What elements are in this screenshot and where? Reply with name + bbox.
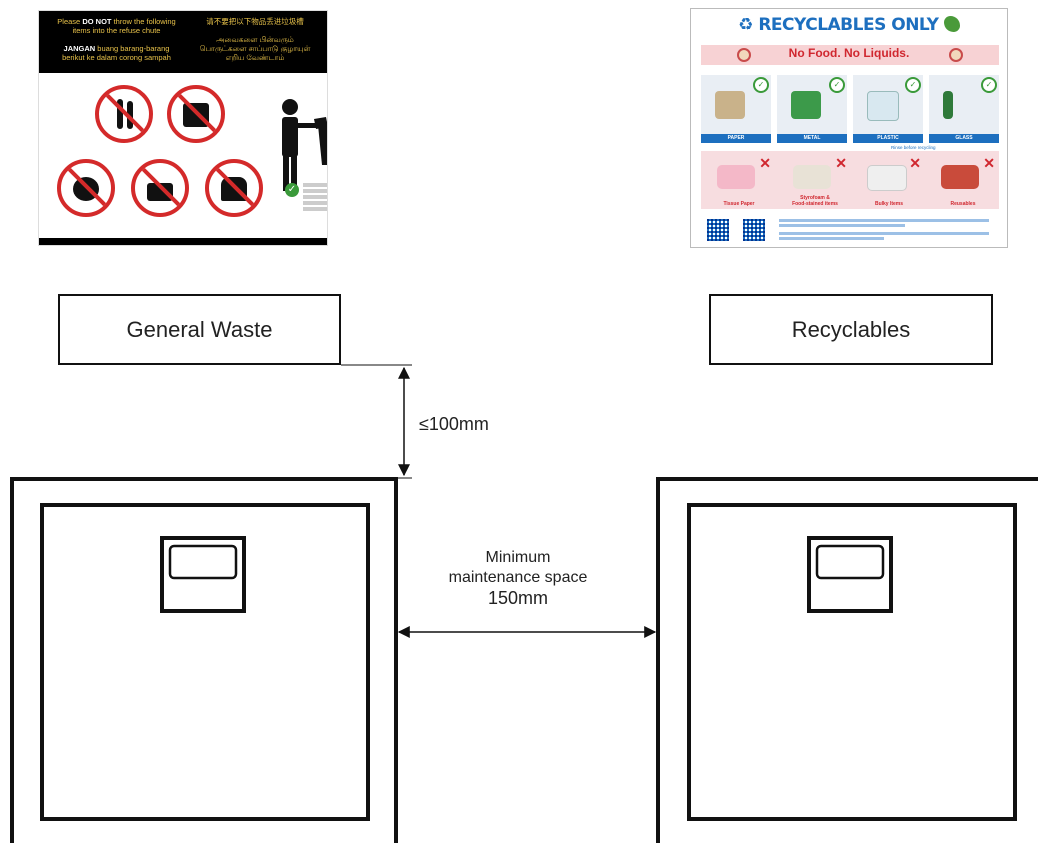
sign-title: ♻ RECYCLABLES ONLY [691, 15, 1007, 35]
handle-grip [168, 544, 238, 580]
sign-title-text: RECYCLABLES ONLY [758, 15, 939, 35]
sign-footer-band [39, 238, 327, 245]
prohibited-flammable-items-icon [205, 159, 263, 217]
label-line: Bulky Items [874, 201, 904, 207]
chute-hopper-door [40, 503, 370, 821]
glass-bottle-icon [943, 91, 953, 119]
chute-handle [160, 536, 246, 613]
not-accepted-label: Bulky Items [853, 201, 925, 207]
person-disposing-icon [282, 99, 327, 191]
label-text: General Waste [126, 316, 273, 342]
sign-text: 请不要把以下物品丢进垃圾槽 [206, 17, 304, 26]
sign-text: buang barang-barang [95, 44, 170, 53]
plastic-bottle-icon [867, 91, 899, 121]
no-food-icon [737, 48, 751, 62]
chute-handle [807, 536, 893, 613]
check-icon: ✓ [905, 77, 921, 93]
general-waste-label: General Waste [58, 294, 341, 365]
category-label: GLASS [929, 134, 999, 143]
sign-text: throw the following [111, 17, 176, 26]
sign-english-malay-text: Please DO NOT throw the following items … [49, 17, 184, 62]
category-label: PAPER [701, 134, 771, 143]
general-waste-chute [10, 477, 398, 843]
category-paper: ✓ PAPER [701, 75, 771, 143]
general-waste-sign: Please DO NOT throw the following items … [38, 10, 328, 246]
sign-text: berikut ke dalam corong sampah [62, 53, 171, 62]
check-icon: ✓ [753, 77, 769, 93]
sign-chinese-tamil-text: 请不要把以下物品丢进垃圾槽 அவைகளை பின்வரும் பொருட்களை… [191, 17, 319, 62]
handle-grip [815, 544, 885, 580]
category-label: PLASTIC [853, 134, 923, 143]
sign-fine-print [779, 217, 989, 242]
tissue-icon [717, 165, 755, 189]
qr-code-icon [707, 219, 729, 241]
sign-text: எறிய வேண்டாம் [225, 53, 285, 62]
not-accepted-label: Reusables [927, 201, 999, 207]
qr-code-icon [743, 219, 765, 241]
maintenance-line: maintenance space [448, 569, 588, 586]
cross-icon: ✕ [983, 155, 995, 171]
no-liquid-icon [949, 48, 963, 62]
sign-text: அவைகளை பின்வரும் [216, 35, 294, 44]
not-accepted-label: Tissue Paper [703, 201, 775, 207]
sign-text: items into the refuse chute [72, 26, 161, 35]
not-accepted-label: Styrofoam &Food-stained items [779, 195, 851, 207]
recyclables-chute [656, 477, 1038, 843]
maintenance-value: 150mm [487, 588, 549, 608]
styrofoam-icon [793, 165, 831, 189]
sign-fine-print [303, 181, 327, 213]
can-icon [791, 91, 821, 119]
not-accepted-styrofoam: ✕ Styrofoam &Food-stained items [779, 155, 851, 207]
cross-icon: ✕ [835, 155, 847, 171]
check-icon: ✓ [829, 77, 845, 93]
not-accepted-bulky: ✕ Bulky Items [853, 155, 925, 207]
check-icon: ✓ [981, 77, 997, 93]
category-label: METAL [777, 134, 847, 143]
rinse-note: Rinse before recycling [891, 145, 936, 150]
chute-outer-frame [656, 477, 1038, 843]
maintenance-line: Minimum [485, 549, 551, 566]
sign-header-band: Please DO NOT throw the following items … [39, 11, 327, 73]
sign-text: பொருட்களை சாப்பாடு குழாயுள் [199, 44, 311, 53]
cross-icon: ✕ [909, 155, 921, 171]
chute-outer-frame [10, 477, 398, 843]
recyclables-sign: ♻ RECYCLABLES ONLY No Food. No Liquids. … [690, 8, 1008, 248]
prohibited-renovation-debris-icon [131, 159, 189, 217]
prohibited-heavy-objects-icon [57, 159, 115, 217]
chute-hopper-door [687, 503, 1017, 821]
label-line: Styrofoam & [800, 195, 830, 201]
recycle-icon: ♻ [738, 15, 753, 35]
label-line: Reusables [950, 201, 976, 207]
not-accepted-reusables: ✕ Reusables [927, 155, 999, 207]
label-text: Recyclables [791, 316, 911, 342]
category-plastic: ✓ PLASTIC [853, 75, 923, 143]
paper-icon [715, 91, 745, 119]
reusables-icon [941, 165, 979, 189]
prohibited-long-objects-icon [95, 85, 153, 143]
bulky-items-icon [867, 165, 907, 191]
label-line: Tissue Paper [723, 201, 755, 207]
sign-text-bold: JANGAN [63, 44, 96, 53]
maintenance-space-label: Minimum maintenance space 150mm [428, 548, 608, 608]
recyclables-label: Recyclables [709, 294, 993, 365]
label-line: Food-stained items [792, 201, 838, 207]
gap-dimension-label: ≤100mm [419, 414, 489, 434]
cross-icon: ✕ [759, 155, 771, 171]
not-accepted-tissue: ✕ Tissue Paper [703, 155, 775, 207]
sign-text: Please [57, 17, 83, 26]
mascot-icon [943, 16, 960, 32]
category-glass: ✓ GLASS [929, 75, 999, 143]
sign-subtitle: No Food. No Liquids. [788, 46, 910, 60]
sign-subtitle-bar [701, 45, 999, 65]
sign-text-bold: DO NOT [82, 17, 112, 26]
prohibited-bulky-items-icon [167, 85, 225, 143]
category-metal: ✓ METAL [777, 75, 847, 143]
check-icon: ✓ [285, 183, 299, 197]
